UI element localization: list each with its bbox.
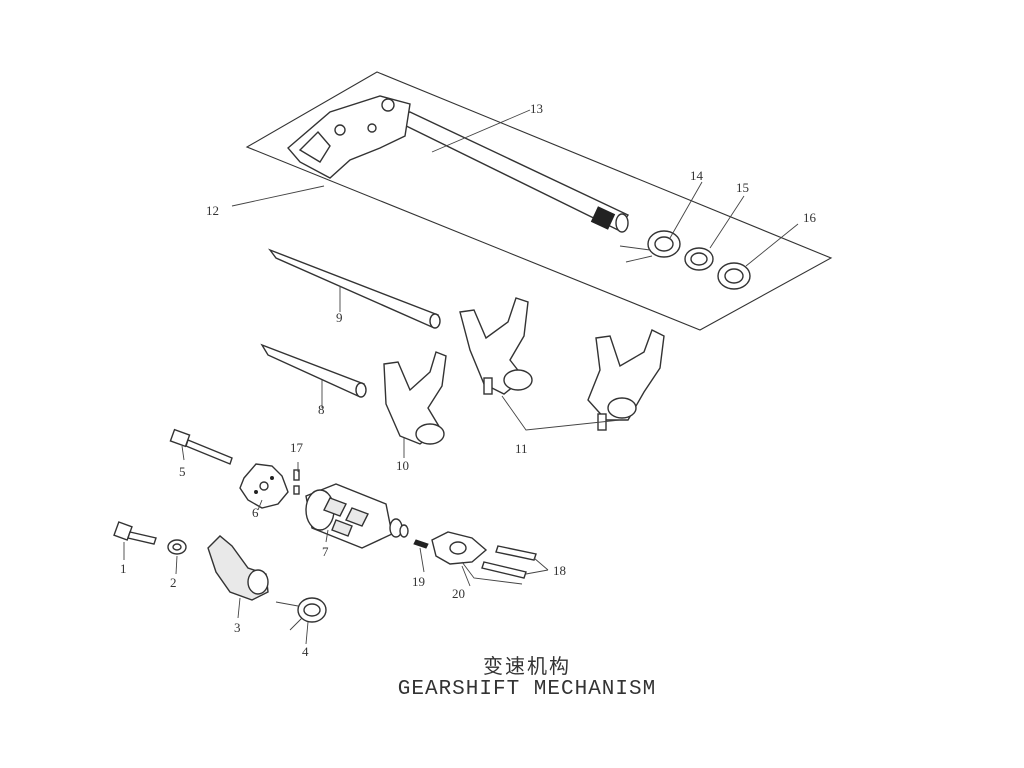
callout-18: 18 — [553, 563, 566, 578]
washer-16 — [717, 262, 751, 290]
callout-13: 13 — [530, 101, 543, 116]
pin-19 — [413, 539, 429, 549]
callout-14: 14 — [690, 168, 704, 183]
cam-plate-20 — [431, 531, 523, 585]
callout-2: 2 — [170, 575, 177, 590]
shift-fork-11a — [459, 297, 533, 395]
star-plate — [239, 463, 289, 509]
callout-1: 1 — [120, 561, 127, 576]
callout-11: 11 — [515, 441, 528, 456]
callout-5: 5 — [179, 464, 186, 479]
bolt-5 — [169, 428, 233, 465]
pin-17 — [293, 469, 300, 495]
callout-labels: 1 2 3 4 5 6 7 8 9 10 11 12 13 14 15 16 1… — [120, 101, 817, 659]
washer-2 — [167, 539, 187, 555]
shift-shaft — [287, 95, 630, 233]
callout-9: 9 — [336, 310, 343, 325]
callout-16: 16 — [803, 210, 817, 225]
callout-4: 4 — [302, 644, 309, 659]
callout-20: 20 — [452, 586, 465, 601]
callout-17: 17 — [290, 440, 304, 455]
shift-fork-10 — [383, 351, 447, 445]
shift-fork-11b — [587, 329, 665, 431]
callout-19: 19 — [412, 574, 425, 589]
diagram-title-english: GEARSHIFT MECHANISM — [397, 678, 657, 701]
callout-10: 10 — [396, 458, 409, 473]
callout-8: 8 — [318, 402, 325, 417]
callout-3: 3 — [234, 620, 241, 635]
bolt-1 — [113, 521, 157, 545]
callout-7: 7 — [322, 544, 329, 559]
shift-drum — [305, 483, 409, 549]
callout-6: 6 — [252, 505, 259, 520]
callout-15: 15 — [736, 180, 749, 195]
assembly-frame — [245, 71, 833, 331]
diagram-title-chinese: 变速机构 — [483, 654, 571, 678]
stopper-spring — [275, 597, 327, 631]
leader-lines — [123, 109, 799, 645]
callout-12: 12 — [206, 203, 219, 218]
stopper-arm — [207, 535, 269, 601]
fork-rod-8 — [260, 343, 367, 398]
bolts-18 — [481, 545, 537, 579]
circlip — [684, 247, 714, 271]
shaft-torsion-spring — [619, 230, 681, 263]
fork-rod-9 — [267, 248, 441, 329]
